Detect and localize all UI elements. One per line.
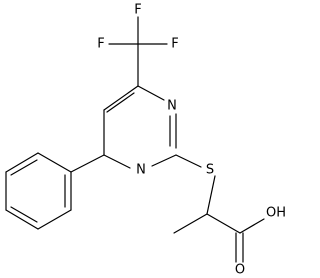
bond-s-ch [206,175,216,215]
bond-c4-n3 [137,85,165,101]
atom-f-left: F [97,37,104,52]
bond-ch-ch3 [173,213,208,234]
bond-ch-cooh [206,213,241,234]
bond-n1-c6 [103,154,131,169]
atom-n-lower: N [136,163,146,178]
atom-n-upper: N [167,99,177,114]
atom-f-right: F [171,37,178,52]
bond-ph-3-inner [10,206,38,223]
bond-ph-6 [37,152,72,173]
bond-ph-5-inner [10,159,38,176]
bond-c-oh [239,218,265,234]
bond-c6-phenyl [70,154,105,173]
bond-c4-c5-inner [106,92,135,113]
bond-ph-5 [5,152,39,173]
atom-hydroxyl: OH [266,206,286,221]
bond-c2-n1 [151,154,177,167]
atom-carbonyl-o: O [235,263,245,278]
bond-c2-s [175,154,202,168]
bond-ph-2 [37,209,72,230]
bond-c4-c5 [103,85,139,111]
bond-ph-3 [5,209,39,230]
atom-f-top: F [134,3,141,18]
atom-sulfur: S [206,163,214,178]
atom-labels: F F F N N S OH O [97,3,286,278]
molecule-structure: F F F N N S OH O [5,3,286,278]
bond-lines [5,16,265,263]
